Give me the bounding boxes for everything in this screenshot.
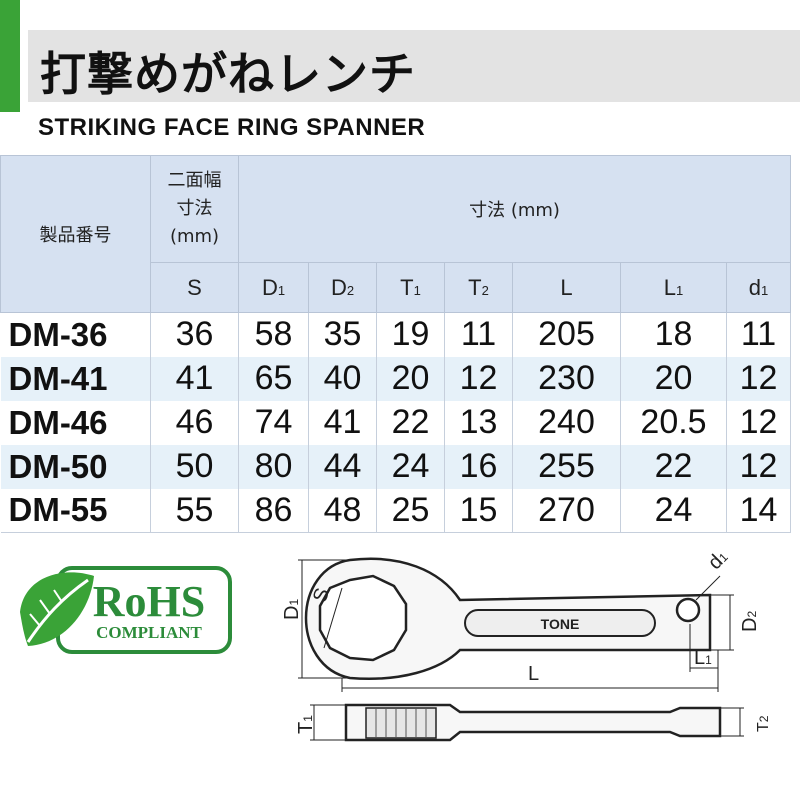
dim-d1-label: D1 — [281, 599, 303, 620]
value-cell: 12 — [726, 356, 792, 401]
value-cell: 20.5 — [620, 400, 727, 445]
value-cell: 65 — [238, 356, 309, 401]
header-width-group-line: (mm) — [169, 226, 220, 247]
spanner-top-view: TONE — [304, 557, 712, 680]
value-cell: 24 — [376, 444, 445, 489]
subheader-cell: T2 — [444, 262, 513, 313]
rohs-compliant-label: COMPLIANT — [96, 623, 202, 642]
subheader-cell: D1 — [238, 262, 309, 313]
value-cell: 16 — [444, 444, 513, 489]
subheader-cell: d1 — [725, 262, 792, 313]
brand-label: TONE — [541, 616, 580, 632]
value-cell: 19 — [376, 312, 445, 357]
value-cell: 35 — [308, 312, 377, 357]
subheader-cell: L — [512, 262, 621, 313]
value-cell: 255 — [512, 444, 621, 489]
dim-l1-label: L1 — [694, 647, 712, 669]
title-accent-bar — [0, 0, 20, 112]
value-cell: 12 — [726, 400, 792, 445]
dim-t2-label: T2 — [755, 715, 772, 732]
value-cell: 55 — [150, 488, 239, 533]
header-width-group-line: 二面幅 — [167, 170, 222, 191]
header-width-group: 二面幅寸法 (mm) — [150, 155, 239, 263]
value-cell: 40 — [308, 356, 377, 401]
rohs-badge: RoHS COMPLIANT — [14, 562, 236, 658]
value-cell: 46 — [150, 400, 239, 445]
model-cell: DM-41 — [0, 356, 151, 401]
value-cell: 11 — [444, 312, 513, 357]
model-cell: DM-46 — [0, 400, 151, 445]
title-bar: 打撃めがねレンチ — [0, 30, 800, 102]
value-cell: 15 — [444, 488, 513, 533]
value-cell: 13 — [444, 400, 513, 445]
value-cell: 20 — [620, 356, 727, 401]
value-cell: 11 — [726, 312, 792, 357]
subheader-cell: S — [150, 262, 239, 313]
header-model: 製品番号 — [0, 155, 151, 313]
model-cell: DM-55 — [0, 488, 151, 533]
spanner-side-view — [344, 703, 722, 742]
subheader-cell: T1 — [376, 262, 445, 313]
value-cell: 270 — [512, 488, 621, 533]
value-cell: 36 — [150, 312, 239, 357]
subheader-cell: D2 — [308, 262, 377, 313]
spanner-drawing: TONE D1 S L L1 D2 d1 — [270, 540, 790, 790]
value-cell: 41 — [150, 356, 239, 401]
value-cell: 41 — [308, 400, 377, 445]
value-cell: 44 — [308, 444, 377, 489]
dim-dd1-label: d1 — [704, 546, 732, 574]
dim-l-label: L — [528, 663, 539, 685]
page-subtitle: STRIKING FACE RING SPANNER — [38, 114, 426, 141]
value-cell: 12 — [444, 356, 513, 401]
value-cell: 48 — [308, 488, 377, 533]
value-cell: 24 — [620, 488, 727, 533]
value-cell: 240 — [512, 400, 621, 445]
leaf-icon — [20, 572, 94, 646]
value-cell: 18 — [620, 312, 727, 357]
value-cell: 80 — [238, 444, 309, 489]
model-cell: DM-36 — [0, 312, 151, 357]
value-cell: 205 — [512, 312, 621, 357]
header-width-group-line: 寸法 — [176, 198, 213, 219]
dim-d2-label: D2 — [739, 611, 761, 632]
subheader-cell: L1 — [620, 262, 727, 313]
value-cell: 86 — [238, 488, 309, 533]
rohs-label: RoHS — [93, 577, 205, 626]
value-cell: 22 — [376, 400, 445, 445]
value-cell: 20 — [376, 356, 445, 401]
value-cell: 22 — [620, 444, 727, 489]
dim-t1-label: T1 — [295, 715, 317, 734]
value-cell: 230 — [512, 356, 621, 401]
value-cell: 12 — [726, 444, 792, 489]
header-dims-group: 寸法 (mm) — [237, 155, 792, 263]
page-title: 打撃めがねレンチ — [40, 47, 416, 101]
model-cell: DM-50 — [0, 444, 151, 489]
value-cell: 50 — [150, 444, 239, 489]
title-background — [28, 30, 800, 102]
value-cell: 74 — [238, 400, 309, 445]
value-cell: 58 — [238, 312, 309, 357]
value-cell: 25 — [376, 488, 445, 533]
value-cell: 14 — [726, 488, 792, 533]
